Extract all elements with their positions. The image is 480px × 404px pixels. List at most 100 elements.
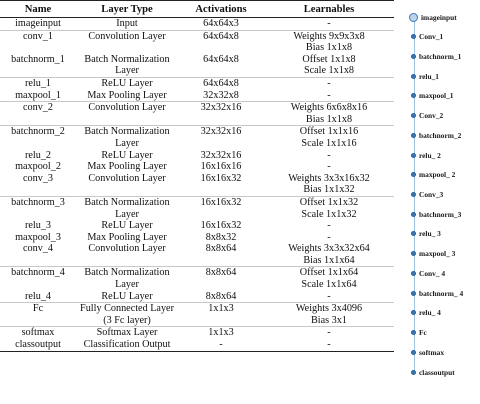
table-row: batchnorm_4 Batch Normalization Layer 8x8x… <box>0 267 394 290</box>
node-dot-icon <box>411 310 416 316</box>
cell-learnables: Offset 1x1x64 Scale 1x1x64 <box>299 267 359 291</box>
cell-layer-type: Convolution Layer <box>88 30 166 42</box>
node-dot-icon <box>411 93 416 99</box>
diagram-node: softmax <box>411 347 444 357</box>
node-dot-icon <box>411 172 416 178</box>
diagram-node: relu_1 <box>411 71 439 81</box>
cell-learnables: - <box>327 290 331 302</box>
cell-name: batchnorm_1 <box>11 53 65 65</box>
node-dot-icon <box>411 369 416 375</box>
header-learnables: Learnables <box>303 3 355 15</box>
header-activations: Activations <box>195 3 247 15</box>
node-label: Fc <box>419 328 427 338</box>
node-label: Conv_ 4 <box>419 268 446 278</box>
node-dot-icon <box>411 34 416 40</box>
node-label: relu_ 2 <box>419 150 441 160</box>
cell-layer-type: Batch Normalization Layer <box>84 267 170 291</box>
node-label: batchnorm_ 4 <box>419 288 464 298</box>
cell-learnables: Weights 9x9x3x8 Bias 1x1x8 <box>293 30 365 54</box>
cell-learnables: - <box>327 18 331 29</box>
header-layer-type: Layer Type <box>101 3 153 15</box>
cell-name: maxpool_3 <box>15 231 61 243</box>
diagram-node: maxpool_1 <box>411 91 454 101</box>
cell-layer-type: Convolution Layer <box>88 243 166 255</box>
diagram-node: Conv_3 <box>411 190 443 200</box>
cell-name: conv_3 <box>23 172 53 184</box>
node-label: relu_ 3 <box>419 229 441 239</box>
cell-name: batchnorm_4 <box>11 267 65 279</box>
diagram-node: relu_ 3 <box>411 229 441 239</box>
cell-name: Fc <box>32 303 44 315</box>
cell-layer-type: Batch Normalization Layer <box>84 53 170 77</box>
node-label: maxpool_ 3 <box>419 249 456 259</box>
node-dot-icon <box>411 330 416 336</box>
diagram-node: Fc <box>411 328 427 338</box>
diagram-node: maxpool_ 2 <box>411 170 455 180</box>
node-label: Conv_3 <box>419 190 444 199</box>
cell-activations: 16x16x32 <box>200 172 242 184</box>
node-dot-icon <box>411 132 416 138</box>
header-name: Name <box>24 3 52 15</box>
node-dot-icon <box>411 113 416 119</box>
cell-learnables: - <box>327 161 331 173</box>
cell-activations: 64x64x8 <box>203 53 239 65</box>
cell-learnables: - <box>327 231 331 243</box>
cell-activations: 8x8x64 <box>205 243 237 255</box>
cell-layer-type: Max Pooling Layer <box>87 89 167 101</box>
table-header: Name Layer Type Activations Learnables <box>0 0 394 18</box>
cell-learnables: Offset 1x1x16 Scale 1x1x16 <box>299 126 359 149</box>
cell-activations: - <box>219 339 223 351</box>
cell-layer-type: ReLU Layer <box>101 149 153 161</box>
cell-name: classoutput <box>15 339 61 351</box>
cell-name: softmax <box>21 327 55 339</box>
node-label: relu_1 <box>419 71 439 81</box>
node-dot-icon <box>411 231 416 237</box>
cell-layer-type: Fully Connected Layer (3 Fc layer) <box>80 303 174 326</box>
cell-learnables: - <box>327 220 331 232</box>
cell-layer-type: Max Pooling Layer <box>87 231 167 243</box>
cell-activations: 8x8x32 <box>205 231 237 243</box>
cell-activations: 1x1x3 <box>208 303 234 315</box>
diagram-node: batchnorm_2 <box>411 130 461 140</box>
node-label: maxpool_ 2 <box>419 170 456 180</box>
diagram-node: batchnorm_3 <box>411 209 461 219</box>
cell-learnables: Weights 3x3x32x64 Bias 1x1x64 <box>288 243 370 266</box>
node-label: Conv_2 <box>419 111 444 121</box>
cell-layer-type: ReLU Layer <box>101 77 153 89</box>
diagram-node: imageinput <box>409 12 457 22</box>
node-label: Conv_1 <box>419 32 444 42</box>
node-label: relu_ 4 <box>419 308 441 318</box>
cell-learnables: Weights 3x4096 Bias 3x1 <box>295 303 363 326</box>
diagram-node: classoutput <box>411 367 455 377</box>
cell-activations: 32x32x8 <box>203 89 239 101</box>
node-dot-icon <box>411 270 416 276</box>
cell-learnables: - <box>327 339 331 351</box>
cell-activations: 32x32x16 <box>200 149 242 161</box>
cell-name: imageinput <box>15 18 61 29</box>
cell-name: conv_2 <box>23 102 53 114</box>
node-label: batchnorm_3 <box>419 209 462 219</box>
node-label: imageinput <box>421 12 457 22</box>
node-dot-icon <box>411 53 416 59</box>
cell-learnables: - <box>327 327 331 339</box>
table-row: batchnorm_1 Batch Normalization Layer 64x6… <box>0 54 394 78</box>
node-dot-icon <box>411 152 416 158</box>
node-label: batchnorm_1 <box>419 51 462 61</box>
layer-table: Name Layer Type Activations Learnables i… <box>0 0 394 352</box>
cell-activations: 8x8x64 <box>205 267 237 279</box>
diagram-node: Conv_ 4 <box>411 268 445 278</box>
node-label: maxpool_1 <box>419 91 454 101</box>
